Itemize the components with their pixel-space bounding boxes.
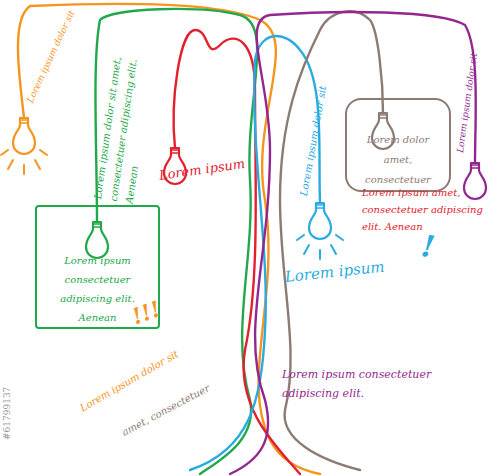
- wire: [18, 4, 320, 474]
- wire-label: Lorem ipsum dolor sit: [25, 9, 77, 104]
- watermark: #61799137: [2, 387, 12, 440]
- light-bulb: [309, 203, 331, 239]
- text-note: Lorem ipsum: [284, 258, 385, 286]
- exclamation-mark: !: [419, 228, 437, 264]
- wire-label: Lorem ipsum dolor sit: [298, 85, 328, 197]
- light-bulb: [13, 118, 35, 154]
- light-rays: [297, 235, 343, 259]
- text-note: amet, consectetuer: [120, 382, 211, 438]
- light-rays: [1, 150, 47, 174]
- box-text: Lorem dolor amet, consectetuer: [351, 130, 445, 190]
- text-note: Lorem ipsum amet, consectetuer adipiscin…: [362, 184, 498, 235]
- text-box: Lorem dolor amet, consectetuer: [345, 98, 451, 192]
- wire: [230, 12, 476, 474]
- text-note: Lorem ipsum consectetuer adipiscing elit…: [282, 366, 432, 403]
- light-bulb: [464, 163, 486, 199]
- light-bulb: [86, 222, 108, 258]
- wire: [190, 36, 320, 470]
- wire: [174, 30, 300, 474]
- wire-label: Lorem ipsum dolor sit amet, consectetuer…: [90, 54, 158, 204]
- wire: [280, 11, 383, 470]
- bulb-label: Lorem ipsum: [158, 156, 246, 183]
